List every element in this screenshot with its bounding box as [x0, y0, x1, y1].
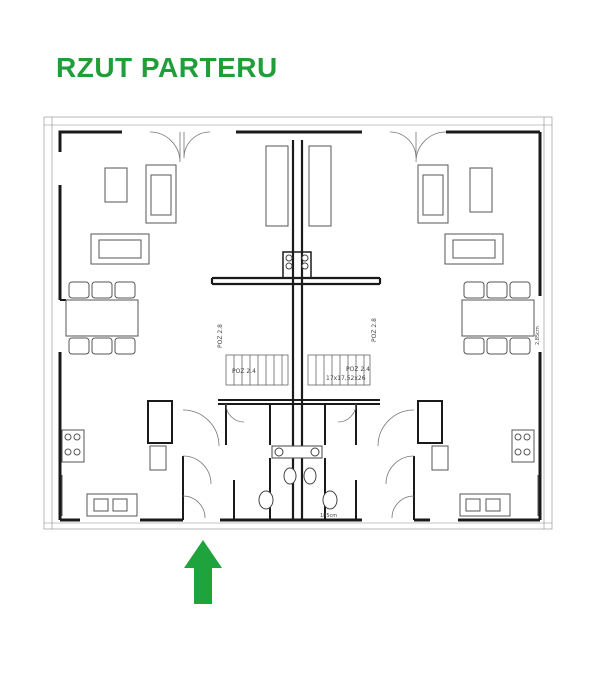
label-poz-left-stair: POZ 2.4	[232, 368, 256, 375]
furniture-left	[61, 145, 289, 517]
entrance-arrow-icon	[184, 540, 222, 604]
external-walls	[58, 130, 542, 522]
label-poz-right-stair: POZ 2.4	[346, 366, 370, 373]
label-stair-spec: 17x17,52x26	[326, 375, 366, 382]
label-dim-bottom: 185cm	[320, 513, 337, 519]
label-poz-right-upper: POZ 2.8	[371, 318, 378, 342]
interior-walls	[60, 299, 443, 520]
plan-title: RZUT PARTERU	[56, 52, 278, 83]
doors	[149, 131, 447, 519]
outer-dimension-lines	[43, 116, 553, 530]
stairs	[225, 354, 371, 386]
party-walls	[210, 140, 382, 520]
label-dim-right: 2,85cm	[535, 326, 541, 345]
label-poz-left-upper: POZ 2.8	[217, 324, 224, 348]
furniture-right	[308, 145, 539, 517]
bathroom-fixtures	[258, 254, 338, 510]
